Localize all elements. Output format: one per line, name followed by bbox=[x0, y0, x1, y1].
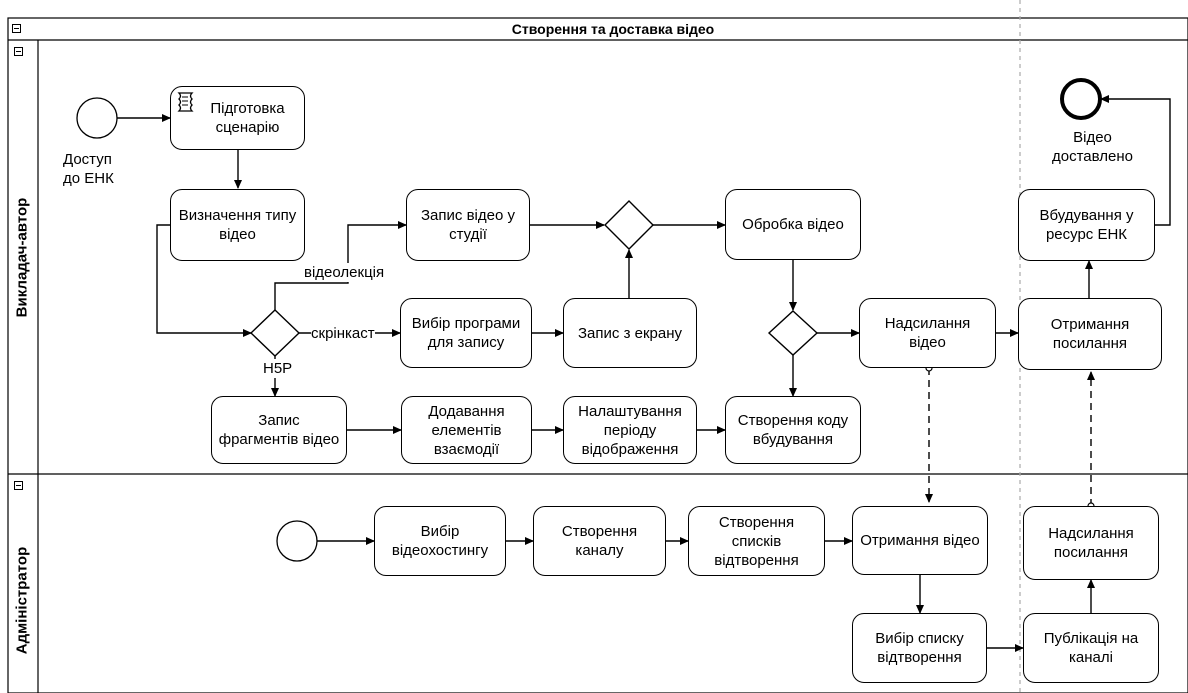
task-add-elements: Додавання елементів взаємодії bbox=[401, 396, 532, 464]
task-get-link: Отримання посилання bbox=[1018, 298, 1162, 370]
start-event-label: Доступ до ЕНК bbox=[63, 151, 114, 187]
gateway-processing bbox=[767, 310, 819, 356]
task-record-fragments: Запис фрагментів відео bbox=[211, 396, 347, 464]
collapse-icon[interactable] bbox=[12, 24, 21, 33]
task-send-video: Надсилання відео bbox=[859, 298, 996, 368]
collapse-icon[interactable] bbox=[14, 481, 23, 490]
task-define-type: Визначення типу відео bbox=[170, 189, 305, 261]
flow-label-h5p: H5P bbox=[263, 359, 293, 378]
start-event-teacher bbox=[76, 97, 118, 139]
task-record-screen: Запис з екрану bbox=[563, 298, 697, 368]
task-record-studio: Запис відео у студії bbox=[406, 189, 530, 261]
script-icon bbox=[177, 92, 194, 112]
task-process-video: Обробка відео bbox=[725, 189, 861, 260]
end-event-label: Відео доставлено bbox=[1052, 129, 1133, 165]
task-choose-playlist: Вибір списку відтворення bbox=[852, 613, 987, 683]
task-display-period: Налаштування періоду відображення bbox=[563, 396, 697, 464]
end-event bbox=[1060, 78, 1102, 120]
task-receive-video: Отримання відео bbox=[852, 506, 988, 575]
task-create-playlists: Створення списків відтворення bbox=[688, 506, 825, 576]
task-prepare-script: Підготовка сценарію bbox=[170, 86, 305, 150]
collapse-icon[interactable] bbox=[14, 47, 23, 56]
lane-title-teacher: Викладач-автор bbox=[13, 197, 31, 318]
task-publish-channel: Публікація на каналі bbox=[1023, 613, 1159, 683]
task-send-link: Надсилання посилання bbox=[1023, 506, 1159, 580]
task-choose-program: Вибір програми для запису bbox=[400, 298, 532, 368]
gateway-video-type bbox=[249, 309, 301, 357]
start-event-admin bbox=[276, 520, 318, 562]
gateway-merge-recording bbox=[604, 200, 654, 250]
flow-label-lecture: відеолекція bbox=[304, 263, 385, 282]
lane-title-admin: Адміністратор bbox=[13, 546, 31, 655]
task-embed-resource: Вбудування у ресурс ЕНК bbox=[1018, 189, 1155, 261]
task-choose-hosting: Вибір відеохостингу bbox=[374, 506, 506, 576]
pool-frame bbox=[7, 17, 1188, 693]
pool-title: Створення та доставка відео bbox=[511, 21, 715, 37]
message-flows bbox=[925, 368, 1095, 506]
flow-label-screencast: скрінкаст bbox=[311, 324, 375, 343]
task-embed-code: Створення коду вбудування bbox=[725, 396, 861, 464]
task-create-channel: Створення каналу bbox=[533, 506, 666, 576]
